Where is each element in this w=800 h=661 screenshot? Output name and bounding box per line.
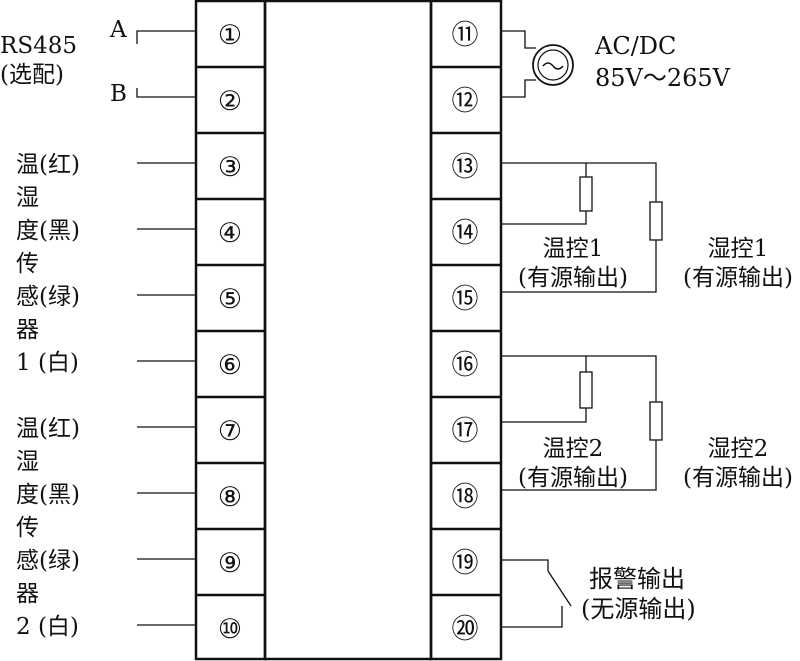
wire-pin-15 bbox=[501, 240, 657, 293]
pin-3: ③ bbox=[218, 152, 242, 183]
alarm-output bbox=[501, 559, 572, 628]
temp-control-2-note: (有源输出) bbox=[518, 465, 628, 491]
sensor2-line-7: 2 (白) bbox=[16, 614, 79, 640]
hum-control-2-name: 湿控2 bbox=[708, 436, 769, 462]
sensor2-line-1: 温(红) bbox=[16, 416, 80, 442]
left-pin-numbers: ① ② ③ ④ ⑤ ⑥ ⑦ ⑧ ⑨ ⑩ bbox=[218, 20, 242, 645]
sensor1-line-4: 传 bbox=[16, 251, 39, 277]
sensor1-line-5: 感(绿) bbox=[16, 284, 80, 310]
temp-control-2-resistor bbox=[579, 371, 593, 409]
wire-pin-13-bus bbox=[501, 162, 657, 202]
rs485-b-label: B bbox=[110, 81, 127, 107]
pin-16: ⑯ bbox=[452, 350, 479, 381]
control-output-1-labels: 温控1 (有源输出) 湿控1 (有源输出) bbox=[518, 236, 793, 291]
pin-7: ⑦ bbox=[218, 416, 242, 447]
sensor1-line-7: 1 (白) bbox=[16, 350, 79, 376]
sensor2-line-5: 感(绿) bbox=[16, 548, 80, 574]
wire-pin-16-bus bbox=[501, 355, 657, 402]
temp-control-1-note: (有源输出) bbox=[518, 265, 628, 291]
power-range: 85V～265V bbox=[595, 64, 731, 92]
alarm-switch-contact bbox=[547, 570, 572, 607]
left-wires bbox=[136, 30, 196, 626]
left-block-dividers bbox=[196, 65, 265, 597]
pin-1: ① bbox=[218, 20, 242, 51]
ac-source-inner-ring bbox=[537, 49, 569, 81]
right-pin-numbers: ⑪ ⑫ ⑬ ⑭ ⑮ ⑯ ⑰ ⑱ ⑲ ⑳ bbox=[452, 20, 479, 645]
right-block-dividers bbox=[431, 65, 501, 597]
power-supply bbox=[501, 30, 574, 98]
control-output-1 bbox=[501, 162, 663, 293]
pin-9: ⑨ bbox=[218, 548, 242, 579]
rs485-a-label: A bbox=[109, 17, 127, 43]
pin-6: ⑥ bbox=[218, 350, 242, 381]
pin-19: ⑲ bbox=[452, 548, 479, 579]
wire-rs485-a bbox=[136, 30, 196, 44]
terminal-block-right bbox=[429, 0, 503, 661]
wire-pin-14 bbox=[501, 211, 587, 225]
temp-control-1-resistor bbox=[579, 176, 593, 212]
pin-5: ⑤ bbox=[218, 284, 242, 315]
power-type: AC/DC bbox=[594, 32, 676, 60]
hum-control-2-note: (有源输出) bbox=[683, 465, 793, 491]
wire-pin-20 bbox=[501, 606, 563, 628]
device-body bbox=[263, 0, 433, 661]
control-output-2 bbox=[501, 355, 663, 491]
wire-pin-12 bbox=[501, 79, 536, 98]
pin-11: ⑪ bbox=[452, 20, 479, 51]
power-labels: AC/DC 85V～265V bbox=[594, 32, 731, 92]
hum-control-1-resistor bbox=[649, 201, 663, 241]
wire-pin-18 bbox=[501, 440, 657, 491]
sensor2-labels: 温(红) 湿 度(黑) 传 感(绿) 器 2 (白) bbox=[16, 416, 80, 640]
sensor2-line-3: 度(黑) bbox=[16, 482, 80, 508]
alarm-labels: 报警输出 (无源输出) bbox=[581, 565, 696, 623]
pin-18: ⑱ bbox=[452, 482, 479, 513]
hum-control-1-name: 湿控1 bbox=[708, 236, 769, 262]
wire-pin-11 bbox=[501, 30, 536, 49]
pin-10: ⑩ bbox=[218, 614, 242, 645]
sensor1-line-3: 度(黑) bbox=[16, 218, 80, 244]
pin-15: ⑮ bbox=[452, 284, 479, 315]
hum-control-2-resistor bbox=[649, 401, 663, 441]
rs485-labels: A B RS485 (选配) bbox=[0, 17, 127, 107]
pin-13: ⑬ bbox=[452, 152, 479, 183]
sensor1-line-1: 温(红) bbox=[16, 152, 80, 178]
sensor2-line-6: 器 bbox=[16, 581, 39, 607]
pin-4: ④ bbox=[218, 218, 242, 249]
rs485-note: (选配) bbox=[0, 62, 64, 88]
pin-2: ② bbox=[218, 86, 242, 117]
sensor2-line-4: 传 bbox=[16, 515, 39, 541]
temp-control-1-name: 温控1 bbox=[543, 236, 604, 262]
sensor2-line-2: 湿 bbox=[16, 449, 39, 475]
hum-control-1-note: (有源输出) bbox=[683, 265, 793, 291]
sine-wave-icon bbox=[542, 62, 564, 70]
wire-pin-19 bbox=[501, 559, 549, 571]
sensor1-line-6: 器 bbox=[16, 317, 39, 343]
wire-pin-17 bbox=[501, 408, 587, 423]
pin-14: ⑭ bbox=[452, 218, 479, 249]
temp-control-2-name: 温控2 bbox=[543, 436, 604, 462]
sensor1-labels: 温(红) 湿 度(黑) 传 感(绿) 器 1 (白) bbox=[16, 152, 80, 376]
pin-8: ⑧ bbox=[218, 482, 242, 513]
alarm-name: 报警输出 bbox=[589, 565, 685, 593]
pin-12: ⑫ bbox=[452, 86, 479, 117]
sensor1-line-2: 湿 bbox=[16, 185, 39, 211]
wire-rs485-b bbox=[136, 88, 196, 98]
pin-20: ⑳ bbox=[452, 614, 479, 645]
ac-source-icon bbox=[532, 44, 574, 86]
alarm-note: (无源输出) bbox=[581, 595, 696, 623]
control-output-2-labels: 温控2 (有源输出) 湿控2 (有源输出) bbox=[518, 436, 793, 491]
rs485-title: RS485 bbox=[0, 33, 77, 59]
pin-17: ⑰ bbox=[452, 416, 479, 447]
